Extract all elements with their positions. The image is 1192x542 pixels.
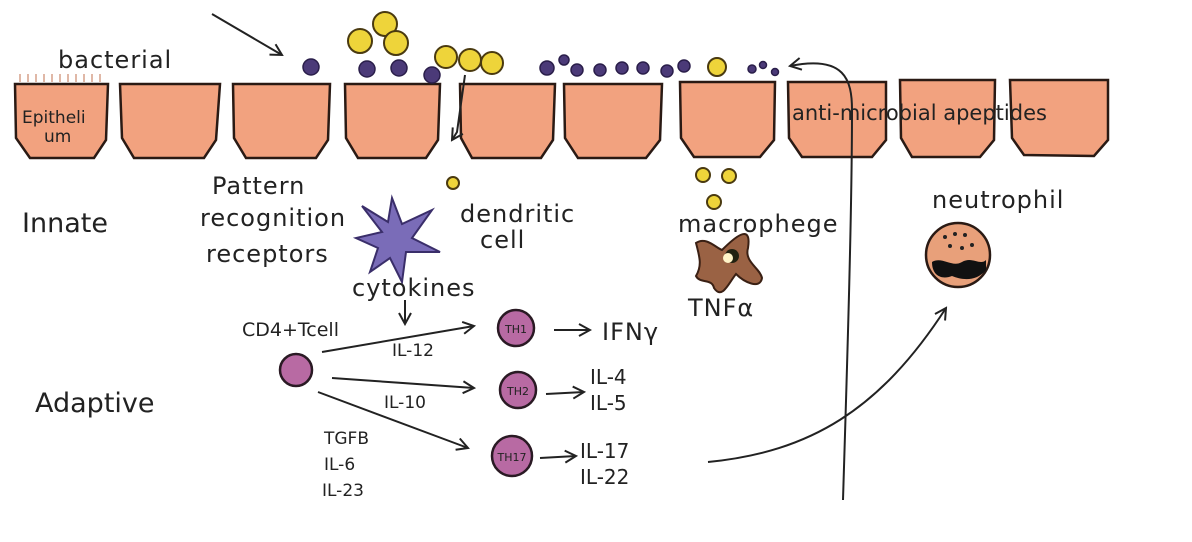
tgfb-label: TGFB [323,429,369,449]
il22-label: IL-22 [580,465,629,489]
macrophage-cell [694,233,764,294]
il6-label: IL-6 [324,455,355,475]
bacterial-label: bacterial [58,46,172,74]
amp-label: anti-microbial apeptides [792,101,1047,125]
th17-cell [490,434,534,478]
il10-arrow [331,377,474,388]
il5-label: IL-5 [590,391,627,415]
th1-cell [496,308,536,348]
epithelial-cell [562,82,664,160]
epithelial-cell [13,82,110,160]
innate-label: Innate [22,208,108,239]
epithelial-cell [786,80,888,159]
cytokines-label: cytokines [352,274,476,302]
epithelium-layer: Epitheli um [13,74,1110,160]
il10-label: IL-10 [384,393,426,413]
tgfb-arrow [317,391,468,448]
epithelial-cell [678,80,777,159]
epithelial-cell [231,82,332,160]
dendritic-cell [352,194,441,286]
epithelial-cell [458,82,557,160]
epithelial-cell [118,82,222,160]
macrophage-label: macrophege [678,210,839,238]
bacteria [302,11,780,210]
il17-label: IL-17 [580,439,629,463]
epithelium-label-2: um [44,127,71,147]
epithelial-cell [1008,78,1110,158]
th1-label: TH1 [504,323,527,336]
il23-label: IL-23 [322,481,364,501]
prr-label-3: receptors [206,240,329,268]
bacterial-arrow [211,13,282,55]
cd4-label: CD4+Tcell [242,319,339,341]
translocation-arrow [452,74,466,140]
epithelial-cell [343,82,442,160]
th17-label: TH17 [497,451,527,464]
adaptive-label: Adaptive [35,388,155,419]
il12-arrow [321,326,474,353]
il4-label: IL-4 [590,365,627,389]
th2-arrow [545,392,584,394]
prr-label-1: Pattern [212,172,305,200]
neutrophil-label: neutrophil [932,186,1064,214]
prr-label-2: recognition [200,204,346,232]
epithelial-cell [898,78,997,159]
epithelium-label: Epitheli [22,108,86,128]
dendritic-label-1: dendritic [460,200,575,228]
th2-label: TH2 [506,385,529,398]
th2-cell [498,370,538,410]
phagocytosed-bacterium [723,253,733,263]
neutrophil-cell [924,221,992,289]
il17-to-neutrophil-arrow [707,308,946,463]
cd4-t-cell [278,352,314,388]
th17-arrow [539,456,576,458]
dendritic-label-2: cell [480,226,525,254]
il12-label: IL-12 [392,341,434,361]
tnfa-label: TNFα [687,294,754,322]
ifny-label: IFNγ [602,318,659,346]
